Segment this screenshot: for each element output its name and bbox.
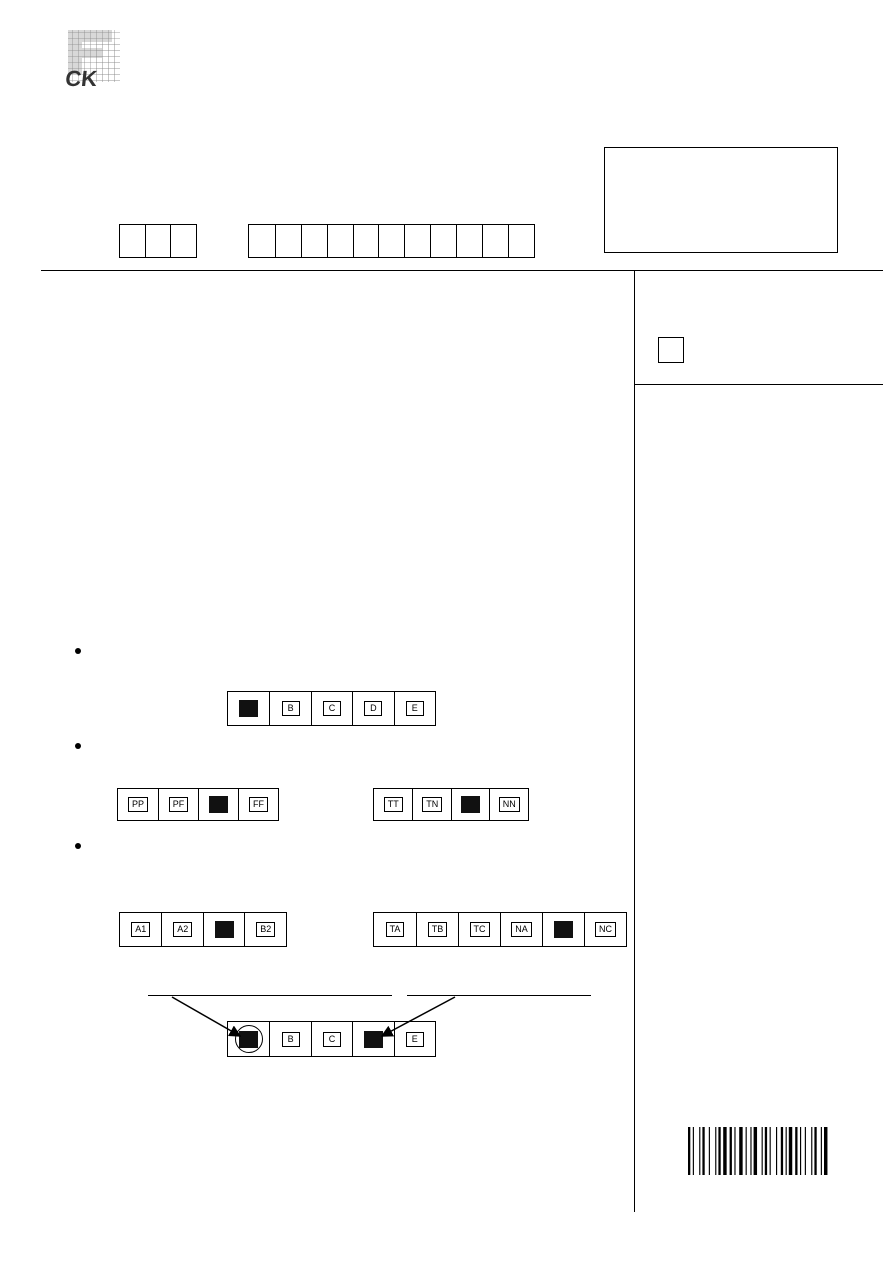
option-label: FF [248,797,268,812]
answer-option[interactable]: B2 [244,913,286,946]
code-cell[interactable] [482,225,508,257]
option-label: A1 [131,922,151,937]
sidebar-divider [635,384,883,385]
filled-mark [239,700,259,717]
option-label: B2 [256,922,276,937]
option-label: TC [469,922,490,937]
answer-option[interactable] [202,913,245,946]
circle-mark [234,1025,263,1053]
answer-row-example-tt: TT TN NN [373,788,529,821]
filled-mark [214,921,234,938]
divider-horizontal [41,270,883,271]
code-cell[interactable] [300,225,327,257]
code-cell[interactable] [145,225,170,257]
filled-mark [363,1030,383,1048]
option-label: NN [498,797,520,812]
answer-option[interactable] [228,692,269,725]
code-cell[interactable] [456,225,482,257]
answer-option[interactable]: TB [416,913,458,946]
option-label: C [323,1031,341,1047]
option-label: PP [127,797,148,812]
stamp-box [604,147,838,253]
option-label: TN [422,797,443,812]
filled-mark [208,796,228,813]
answer-option[interactable]: C [310,1022,352,1056]
answer-option[interactable]: TT [374,789,412,820]
option-label: D [364,701,383,716]
filled-mark [461,796,481,813]
logo-text: CK [66,66,99,88]
sidebar-checkbox[interactable] [658,337,684,363]
option-label: E [405,701,424,716]
code-cell[interactable] [170,225,195,257]
code-cell[interactable] [352,225,379,257]
barcode [688,1127,828,1175]
option-label: C [323,701,341,716]
answer-option[interactable] [450,789,490,820]
code-cell[interactable] [378,225,404,257]
filled-mark [554,921,573,938]
answer-option[interactable]: E [393,692,435,725]
option-label: TT [383,797,403,812]
code-cell[interactable] [507,225,534,257]
answer-option[interactable]: A1 [120,913,161,946]
answer-option[interactable]: B [269,1022,310,1056]
answer-option[interactable]: NN [489,789,528,820]
answer-row-example-single: B C D E [227,691,436,726]
divider-vertical [634,270,635,1212]
code-cell[interactable] [274,225,301,257]
logo: CK [66,30,120,88]
bullet-1 [75,648,81,654]
code-cell[interactable] [326,225,353,257]
option-label: TA [385,922,405,937]
answer-option[interactable] [228,1022,269,1056]
answer-option[interactable]: TN [412,789,451,820]
code-boxes-long[interactable] [248,224,535,258]
answer-option[interactable] [352,1022,393,1056]
annotation-line-right [407,995,591,996]
answer-option[interactable]: E [393,1022,435,1056]
answer-option[interactable]: FF [237,789,278,820]
answer-option[interactable]: C [310,692,352,725]
answer-row-example-a: A1 A2 B2 [119,912,287,947]
answer-option[interactable]: NC [584,913,626,946]
answer-option[interactable] [542,913,584,946]
option-label: NC [595,922,616,937]
option-label: NA [511,922,532,937]
option-label: PF [168,797,189,812]
answer-option[interactable]: A2 [161,913,203,946]
answer-option[interactable]: PP [118,789,158,820]
option-label: E [405,1031,424,1047]
answer-option[interactable]: TC [458,913,500,946]
answer-row-example-ta: TA TB TC NA NC [373,912,627,947]
answer-option[interactable] [197,789,238,820]
option-label: B [281,1031,300,1047]
answer-option[interactable]: B [269,692,310,725]
code-cell[interactable] [404,225,430,257]
option-label: TB [427,922,448,937]
code-cell[interactable] [120,225,145,257]
answer-option[interactable]: D [352,692,393,725]
answer-row-example-pp: PP PF FF [117,788,279,821]
option-label: A2 [173,922,193,937]
option-label: B [281,701,300,716]
code-boxes-short[interactable] [119,224,197,258]
answer-option[interactable]: NA [500,913,542,946]
code-cell[interactable] [430,225,456,257]
answer-option[interactable]: TA [374,913,416,946]
annotation-line-left [148,995,392,996]
bullet-2 [75,743,81,749]
code-cell[interactable] [249,225,275,257]
answer-option[interactable]: PF [157,789,198,820]
bullet-3 [75,843,81,849]
